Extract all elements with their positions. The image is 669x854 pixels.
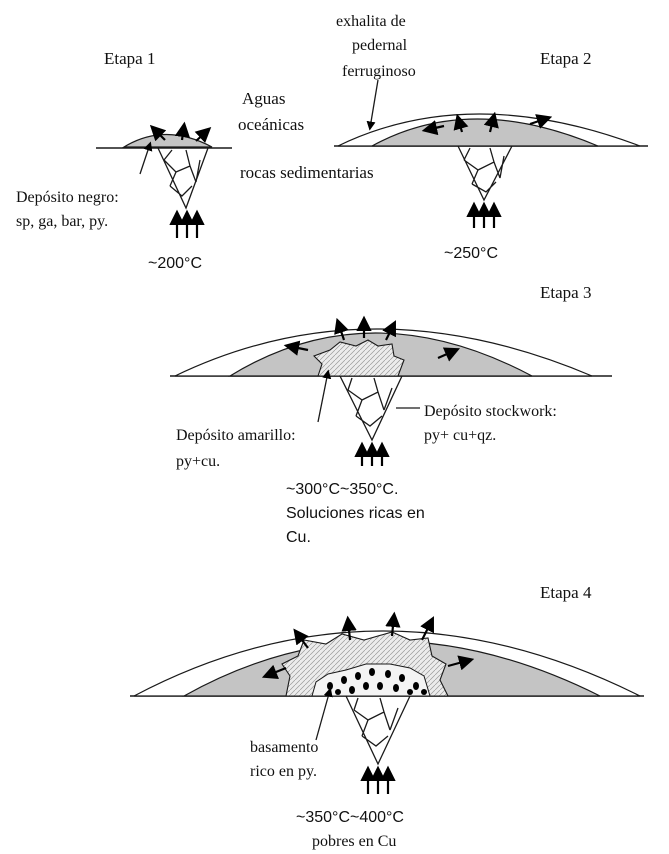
stage-2-temperature: ~250°C bbox=[444, 245, 498, 262]
ocean-water-label: oceánicas bbox=[238, 115, 304, 134]
exhalite-label: exhalita de bbox=[336, 13, 406, 30]
basement-pointer bbox=[316, 690, 330, 740]
stage-2-stockwork bbox=[458, 146, 512, 200]
stage-4-temperature: ~350°C~400°C bbox=[296, 809, 404, 826]
exhalite-label: pedernal bbox=[352, 37, 408, 54]
stage-3: Etapa 3 Depósito stockwork: py+ cu+qz. D… bbox=[170, 283, 612, 546]
stage-1-flow-arrow bbox=[196, 130, 208, 141]
stage-3-solutions-label: Cu. bbox=[286, 529, 311, 546]
stage-3-solutions-label: Soluciones ricas en bbox=[286, 505, 425, 522]
stage-4: Etapa 4 basamento rico en py. ~350°C~400… bbox=[130, 583, 644, 850]
stage-1-temperature: ~200°C bbox=[148, 255, 202, 272]
exhalite-pointer bbox=[370, 80, 378, 128]
stage-4-poor-cu-label: pobres en Cu bbox=[312, 833, 396, 850]
stage-1-title: Etapa 1 bbox=[104, 49, 155, 68]
yellow-deposit-label: Depósito amarillo: bbox=[176, 427, 296, 444]
stockwork-deposit-minerals: py+ cu+qz. bbox=[424, 427, 496, 444]
stockwork-deposit-label: Depósito stockwork: bbox=[424, 403, 557, 420]
ocean-water-label: Aguas bbox=[242, 89, 285, 108]
stage-1-deposit-minerals: sp, ga, bar, py. bbox=[16, 213, 108, 230]
stage-2-title: Etapa 2 bbox=[540, 49, 591, 68]
sedimentary-rocks-label: rocas sedimentarias bbox=[240, 163, 374, 182]
yellow-deposit-pointer bbox=[318, 372, 328, 422]
pyrite-basement-label: basamento bbox=[250, 739, 318, 756]
stage-3-temperature: ~300°C~350°C. bbox=[286, 481, 398, 498]
stage-1-black-deposit bbox=[124, 135, 212, 148]
stage-4-stockwork bbox=[346, 696, 410, 764]
stage-1-stockwork bbox=[158, 148, 208, 208]
exhalite-label: ferruginoso bbox=[342, 63, 416, 80]
stage-1: Etapa 1 Depósito negro: sp, ga, bar, py.… bbox=[16, 49, 232, 272]
stage-3-title: Etapa 3 bbox=[540, 283, 591, 302]
stage-1-deposit-label: Depósito negro: bbox=[16, 189, 119, 206]
pyrite-basement-label: rico en py. bbox=[250, 763, 317, 780]
yellow-deposit-minerals: py+cu. bbox=[176, 453, 220, 470]
stage-2: exhalita de pedernal ferruginoso Etapa 2… bbox=[238, 13, 648, 262]
stage-4-title: Etapa 4 bbox=[540, 583, 592, 602]
stage-3-stockwork bbox=[340, 376, 402, 440]
